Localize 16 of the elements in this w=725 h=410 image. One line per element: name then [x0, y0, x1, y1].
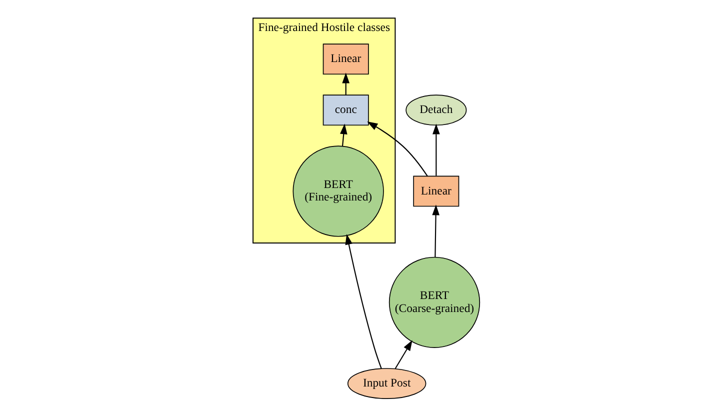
node-circle: BERT (Fine-grained): [292, 146, 384, 237]
arrow: [344, 234, 382, 369]
node-label: Fine-grained Hostile classes: [258, 20, 390, 34]
cluster: [252, 18, 396, 244]
arrow: [432, 124, 440, 176]
arrow: [432, 204, 440, 258]
arrow: [339, 124, 347, 146]
node-box: Linear: [412, 176, 459, 207]
node-circle: BERT (Coarse-grained): [388, 256, 480, 348]
node-box: conc: [322, 94, 368, 126]
arrow: [342, 72, 350, 95]
node-box: Linear: [322, 44, 368, 75]
node-ellipse: Input Post: [346, 368, 426, 399]
arrow: [394, 340, 412, 369]
node-ellipse: Detach: [405, 94, 466, 126]
arrow: [366, 122, 428, 176]
